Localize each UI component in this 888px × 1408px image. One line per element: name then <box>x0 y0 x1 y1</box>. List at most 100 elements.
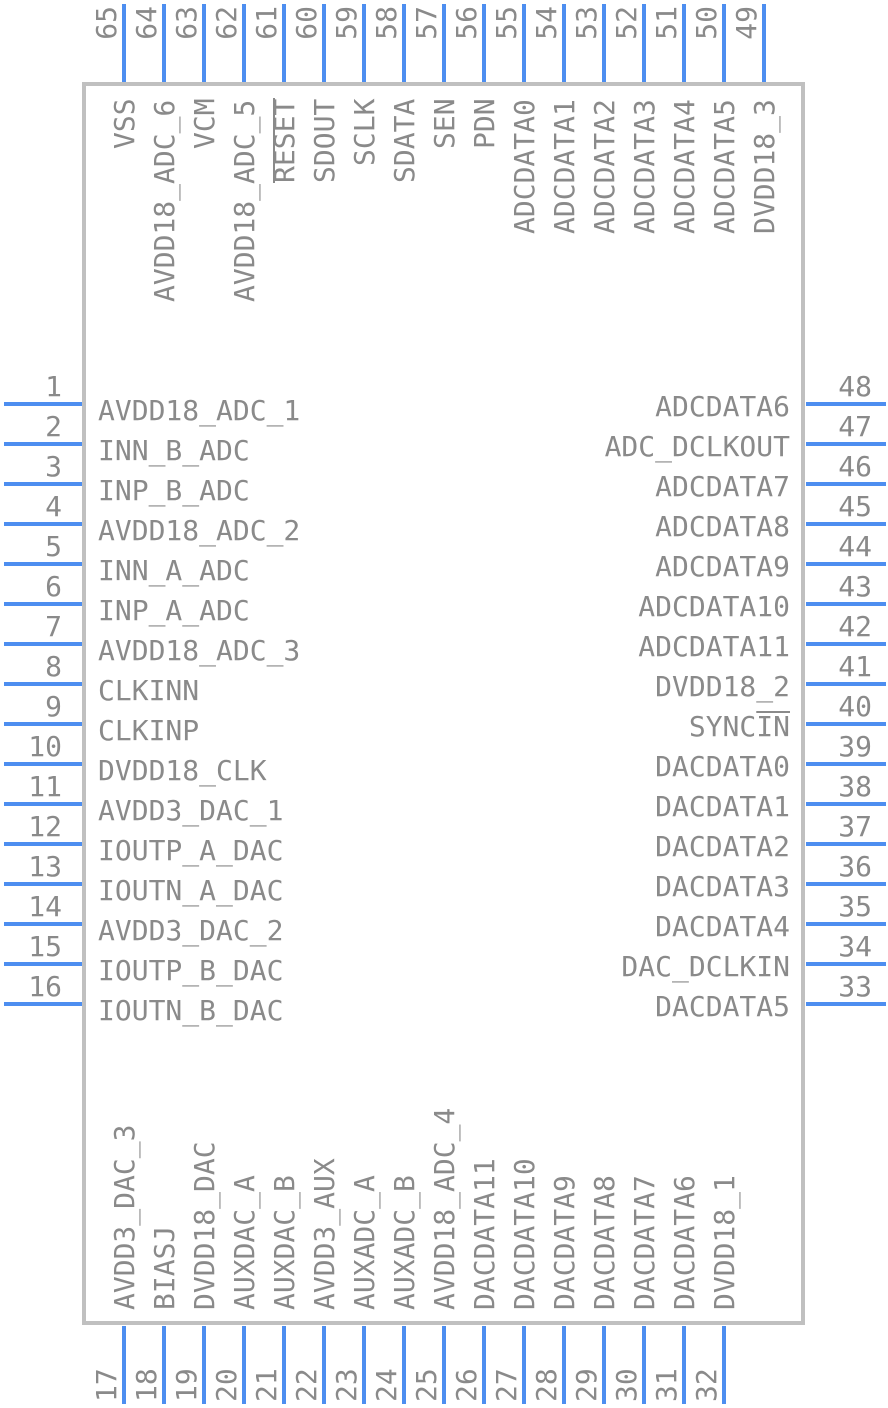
pin-number-top-57: 57 <box>410 6 443 40</box>
pin-label-left-4: AVDD18_ADC_2 <box>98 514 300 548</box>
pin-number-bottom-24: 24 <box>370 1368 403 1402</box>
pin-number-top-59: 59 <box>330 6 363 40</box>
pin-number-bottom-26: 26 <box>450 1368 483 1402</box>
pin-number-top-54: 54 <box>530 6 563 40</box>
pin-number-left-7: 7 <box>45 610 62 643</box>
pin-label-left-6: INP_A_ADC <box>98 594 250 628</box>
pin-label-right-42: ADCDATA11 <box>638 630 790 663</box>
pin-label-left-2: INN_B_ADC <box>98 434 250 468</box>
pin-number-right-45: 45 <box>838 490 872 523</box>
pin-label-left-8: CLKINN <box>98 674 199 707</box>
pin-number-top-55: 55 <box>490 6 523 40</box>
pin-number-right-48: 48 <box>838 370 872 403</box>
pin-number-right-41: 41 <box>838 650 872 683</box>
pin-number-bottom-17: 17 <box>90 1368 123 1402</box>
pin-label-bottom-22: AVDD3_AUX <box>308 1158 342 1310</box>
pin-label-top-49: DVDD18_3 <box>748 99 782 234</box>
pin-number-top-64: 64 <box>130 6 163 40</box>
pin-number-right-34: 34 <box>838 930 872 963</box>
pin-number-top-49: 49 <box>730 6 763 40</box>
pin-label-top-63: VCM <box>188 98 221 149</box>
pin-label-left-12: IOUTP_A_DAC <box>98 834 283 868</box>
pin-number-top-60: 60 <box>290 6 323 40</box>
pin-number-bottom-27: 27 <box>490 1368 523 1402</box>
pin-label-bottom-23: AUXADC_A <box>348 1175 382 1310</box>
pin-number-left-10: 10 <box>28 730 62 763</box>
pin-label-bottom-19: DVDD18_DAC <box>188 1141 222 1310</box>
pin-label-right-39: DACDATA0 <box>655 750 790 783</box>
pin-label-top-61: RESET <box>268 99 301 183</box>
pin-label-right-43: ADCDATA10 <box>638 590 790 623</box>
pin-number-bottom-18: 18 <box>130 1368 163 1402</box>
pin-label-top-56: PDN <box>468 98 501 149</box>
pin-number-right-38: 38 <box>838 770 872 803</box>
pin-number-top-63: 63 <box>170 6 203 40</box>
pins-group: 1AVDD18_ADC_12INN_B_ADC3INP_B_ADC4AVDD18… <box>4 4 886 1404</box>
pin-number-left-2: 2 <box>45 410 62 443</box>
pin-label-top-50: ADCDATA5 <box>708 99 741 234</box>
pin-number-right-39: 39 <box>838 730 872 763</box>
pin-label-top-51: ADCDATA4 <box>668 99 701 234</box>
pin-number-bottom-20: 20 <box>210 1368 243 1402</box>
pin-number-left-3: 3 <box>45 450 62 483</box>
pin-label-right-37: DACDATA2 <box>655 830 790 863</box>
pin-label-right-40: SYNCIN <box>689 710 790 743</box>
pin-number-bottom-25: 25 <box>410 1368 443 1402</box>
pin-label-bottom-29: DACDATA8 <box>588 1175 621 1310</box>
pin-number-top-50: 50 <box>690 6 723 40</box>
pin-label-left-1: AVDD18_ADC_1 <box>98 394 300 428</box>
pin-label-right-45: ADCDATA8 <box>655 510 790 543</box>
pin-number-left-16: 16 <box>28 970 62 1003</box>
pin-label-bottom-28: DACDATA9 <box>548 1175 581 1310</box>
pin-number-top-52: 52 <box>610 6 643 40</box>
pin-number-top-65: 65 <box>90 6 123 40</box>
pin-label-right-46: ADCDATA7 <box>655 470 790 503</box>
pin-number-left-1: 1 <box>45 370 62 403</box>
pin-number-right-37: 37 <box>838 810 872 843</box>
pin-label-bottom-31: DACDATA6 <box>668 1175 701 1310</box>
pin-label-top-52: ADCDATA3 <box>628 99 661 234</box>
pin-label-left-9: CLKINP <box>98 714 199 747</box>
pin-label-right-44: ADCDATA9 <box>655 550 790 583</box>
pin-label-right-38: DACDATA1 <box>655 790 790 823</box>
pin-label-bottom-18: BIASJ <box>148 1226 181 1310</box>
pin-label-bottom-17: AVDD3_DAC_3 <box>108 1125 142 1310</box>
pin-number-top-51: 51 <box>650 6 683 40</box>
pin-label-left-5: INN_A_ADC <box>98 554 250 588</box>
pin-label-top-62: AVDD18_ADC_5 <box>228 100 262 302</box>
pin-label-right-41: DVDD18_2 <box>655 670 790 704</box>
pin-label-left-14: AVDD3_DAC_2 <box>98 914 283 948</box>
pin-number-top-58: 58 <box>370 6 403 40</box>
pin-number-right-33: 33 <box>838 970 872 1003</box>
pin-number-bottom-28: 28 <box>530 1368 563 1402</box>
pin-label-bottom-32: DVDD18_1 <box>708 1175 742 1310</box>
pin-label-left-3: INP_B_ADC <box>98 474 250 508</box>
pin-label-top-53: ADCDATA2 <box>588 99 621 234</box>
pin-label-left-10: DVDD18_CLK <box>98 754 267 788</box>
pin-number-bottom-22: 22 <box>290 1368 323 1402</box>
pin-label-top-54: ADCDATA1 <box>548 99 581 234</box>
pin-number-left-9: 9 <box>45 690 62 723</box>
pin-label-bottom-24: AUXADC_B <box>388 1175 422 1310</box>
pin-label-bottom-26: DACDATA11 <box>468 1158 501 1310</box>
pin-number-left-6: 6 <box>45 570 62 603</box>
pin-label-top-59: SCLK <box>348 98 381 166</box>
pin-number-left-13: 13 <box>28 850 62 883</box>
pin-number-left-8: 8 <box>45 650 62 683</box>
pin-number-right-36: 36 <box>838 850 872 883</box>
pin-number-top-62: 62 <box>210 6 243 40</box>
pin-label-bottom-27: DACDATA10 <box>508 1158 541 1310</box>
pin-number-left-4: 4 <box>45 490 62 523</box>
pin-label-right-33: DACDATA5 <box>655 990 790 1023</box>
pin-number-bottom-19: 19 <box>170 1368 203 1402</box>
pin-number-bottom-29: 29 <box>570 1368 603 1402</box>
pin-number-right-35: 35 <box>838 890 872 923</box>
pin-label-top-65: VSS <box>108 98 141 149</box>
ic-body <box>82 82 805 1325</box>
pin-number-bottom-32: 32 <box>690 1368 723 1402</box>
pin-number-top-56: 56 <box>450 6 483 40</box>
pin-label-top-55: ADCDATA0 <box>508 99 541 234</box>
pin-label-right-35: DACDATA4 <box>655 910 790 943</box>
pin-label-left-11: AVDD3_DAC_1 <box>98 794 283 828</box>
pin-label-right-47: ADC_DCLKOUT <box>605 430 791 464</box>
